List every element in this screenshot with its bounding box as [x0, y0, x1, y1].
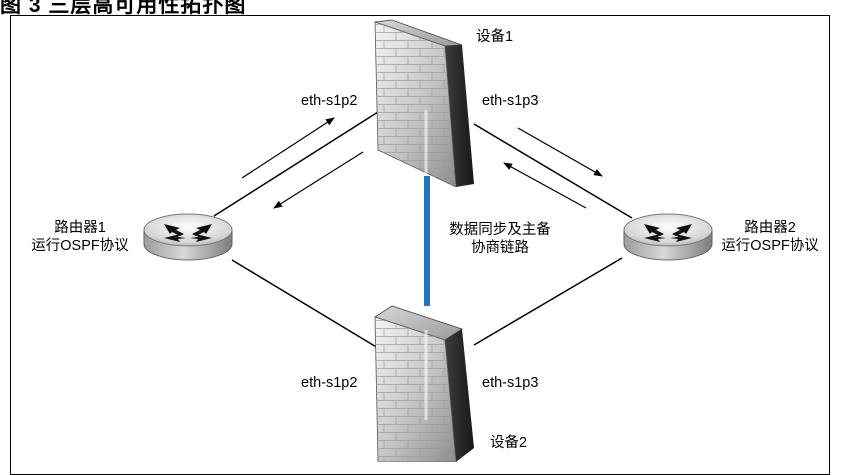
link-device1-router2: [473, 123, 633, 219]
router2-protocol: 运行OSPF协议: [721, 238, 819, 254]
link-router1-device1: [213, 111, 379, 217]
device1-left-port-label: eth-s1p2: [301, 93, 358, 109]
router2-label: 路由器2 运行OSPF协议: [706, 219, 834, 255]
flow-arrows: [241, 117, 603, 209]
router1-label: 路由器1 运行OSPF协议: [16, 219, 144, 255]
sync-link-label: 数据同步及主备 协商链路: [436, 221, 564, 257]
figure-title: 图 3 三层高可用性拓扑图: [0, 0, 247, 17]
firewall-icon: [374, 19, 474, 188]
router-icon: [623, 213, 713, 261]
arrow-icon: [503, 162, 587, 209]
device2-left-port-label: eth-s1p2: [301, 375, 358, 391]
router2-name: 路由器2: [744, 220, 796, 236]
connection-lines: [213, 111, 633, 349]
router1-protocol: 运行OSPF协议: [31, 238, 129, 254]
device2-right-port-label: eth-s1p3: [482, 375, 539, 391]
topology-diagram: [143, 19, 713, 462]
firewall-icon: [374, 305, 474, 462]
arrow-icon: [517, 127, 603, 177]
arrow-icon: [273, 151, 364, 209]
sync-link-label-line1: 数据同步及主备: [449, 222, 551, 238]
router-icon: [143, 213, 233, 261]
sync-link-label-line2: 协商链路: [471, 240, 529, 256]
link-device2-router2: [473, 257, 623, 346]
arrow-icon: [241, 117, 335, 179]
device1-right-port-label: eth-s1p3: [482, 93, 539, 109]
device2-label: 设备2: [490, 435, 528, 451]
link-router1-device2: [231, 259, 379, 349]
device1-label: 设备1: [476, 29, 514, 45]
router1-name: 路由器1: [54, 220, 106, 236]
